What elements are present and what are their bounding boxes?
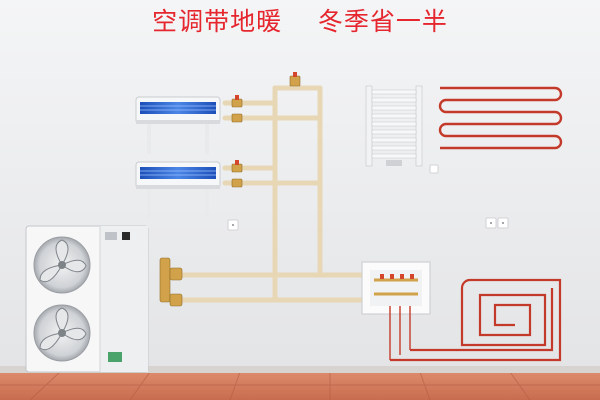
floor-tiles xyxy=(0,371,600,400)
wall-heating-coil xyxy=(438,86,563,150)
floor-heating-manifold xyxy=(361,261,431,360)
floor xyxy=(0,372,600,400)
floor-heating-coil xyxy=(390,278,562,362)
towel-radiator xyxy=(365,85,423,167)
headline: 空调带地暖 冬季省一半 xyxy=(152,7,448,36)
valve-handles xyxy=(235,72,297,165)
baseboard xyxy=(0,366,600,373)
outdoor-heat-pump xyxy=(25,225,149,373)
fan-blade-icon xyxy=(33,236,91,294)
outlet-holes xyxy=(232,222,504,226)
indoor-ac-unit-top xyxy=(135,96,221,154)
valves xyxy=(159,75,301,307)
indoor-ac-unit-bottom xyxy=(135,161,221,219)
fan-blade-icon xyxy=(33,304,91,362)
